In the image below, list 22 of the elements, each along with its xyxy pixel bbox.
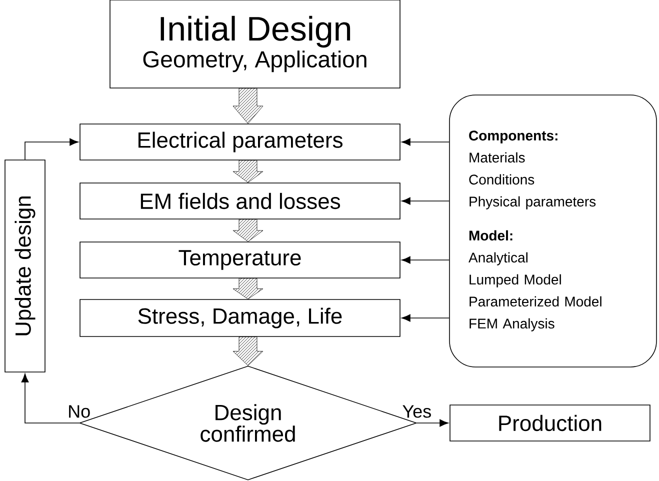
arrow (24, 138, 78, 160)
arrow (21, 374, 80, 424)
process-box: Update design (4, 160, 46, 372)
block-arrow (232, 278, 264, 300)
block-arrow (232, 219, 264, 242)
process-box: Initial Design Geometry, Application (110, 0, 400, 88)
arrow (416, 419, 448, 427)
process-box: Temperature (80, 242, 400, 278)
process-box: Production (450, 404, 650, 442)
block-arrow (232, 160, 264, 183)
process-box: EM fields and losses (80, 182, 400, 220)
info-box: Components: Materials Conditions Physical parameters Model: Analytical Lumped Model Parameterized Model FEM Analysis (449, 94, 657, 368)
block-arrow (232, 88, 264, 124)
arrow (402, 256, 450, 264)
arrow (402, 138, 450, 146)
process-box: Electrical parameters (80, 124, 400, 160)
arrow (402, 314, 450, 322)
edge-label: No (69, 405, 90, 418)
block-arrow (232, 336, 264, 366)
edge-label: Yes (402, 405, 431, 418)
arrow (402, 197, 450, 205)
process-box: Stress, Damage, Life (80, 299, 400, 337)
